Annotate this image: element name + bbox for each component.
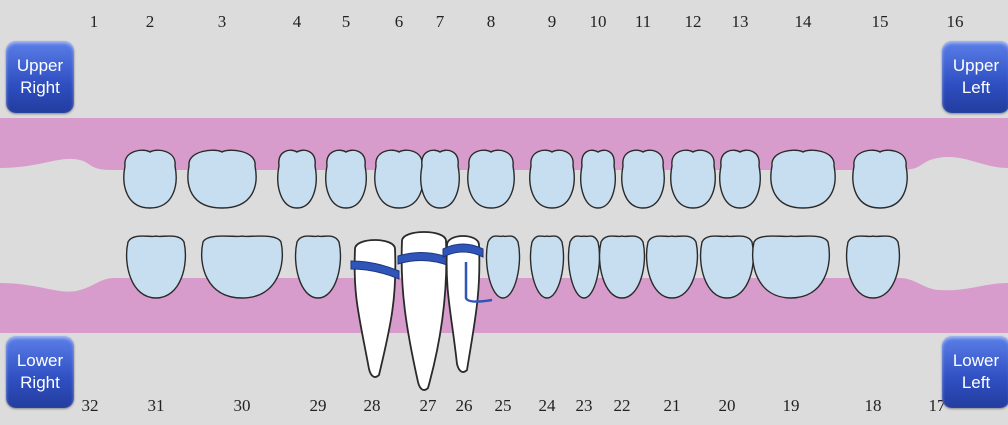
tooth-28[interactable]	[355, 240, 396, 377]
upper-left-line2: Left	[962, 77, 990, 99]
tooth-number-9: 9	[548, 12, 557, 32]
tooth-number-15: 15	[872, 12, 889, 32]
lower-left-line1: Lower	[953, 350, 999, 372]
lower-right-line1: Lower	[17, 350, 63, 372]
tooth-number-1: 1	[90, 12, 99, 32]
tooth-10[interactable]	[581, 150, 615, 208]
tooth-3[interactable]	[188, 150, 256, 208]
tooth-number-18: 18	[865, 396, 882, 416]
tooth-number-19: 19	[783, 396, 800, 416]
tooth-11[interactable]	[622, 150, 664, 208]
tooth-number-3: 3	[218, 12, 227, 32]
tooth-7[interactable]	[421, 150, 459, 208]
tooth-26[interactable]	[447, 236, 480, 372]
tooth-number-7: 7	[436, 12, 445, 32]
tooth-5[interactable]	[326, 150, 366, 208]
upper-left-line1: Upper	[953, 55, 999, 77]
tooth-number-6: 6	[395, 12, 404, 32]
tooth-number-32: 32	[82, 396, 99, 416]
upper-right-line2: Right	[20, 77, 60, 99]
tooth-number-10: 10	[590, 12, 607, 32]
tooth-number-13: 13	[732, 12, 749, 32]
tooth-number-2: 2	[146, 12, 155, 32]
tooth-number-16: 16	[947, 12, 964, 32]
tooth-15[interactable]	[853, 150, 907, 208]
tooth-13[interactable]	[720, 150, 760, 208]
tooth-number-26: 26	[456, 396, 473, 416]
tooth-14[interactable]	[771, 150, 835, 208]
tooth-number-23: 23	[576, 396, 593, 416]
tooth-number-20: 20	[719, 396, 736, 416]
lower-right-line2: Right	[20, 372, 60, 394]
tooth-number-31: 31	[148, 396, 165, 416]
tooth-9[interactable]	[530, 150, 574, 208]
tooth-2[interactable]	[124, 150, 176, 208]
tooth-number-25: 25	[495, 396, 512, 416]
tooth-8[interactable]	[468, 150, 514, 208]
upper-right-line1: Upper	[17, 55, 63, 77]
tooth-number-5: 5	[342, 12, 351, 32]
upper-left-button[interactable]: Upper Left	[942, 41, 1008, 113]
tooth-number-27: 27	[420, 396, 437, 416]
tooth-number-8: 8	[487, 12, 496, 32]
lower-right-button[interactable]: Lower Right	[6, 336, 74, 408]
tooth-number-28: 28	[364, 396, 381, 416]
lower-left-line2: Left	[962, 372, 990, 394]
tooth-number-12: 12	[685, 12, 702, 32]
tooth-number-21: 21	[664, 396, 681, 416]
tooth-12[interactable]	[671, 150, 715, 208]
lower-left-button[interactable]: Lower Left	[942, 336, 1008, 408]
upper-right-button[interactable]: Upper Right	[6, 41, 74, 113]
tooth-4[interactable]	[278, 150, 316, 208]
tooth-number-11: 11	[635, 12, 651, 32]
tooth-number-29: 29	[310, 396, 327, 416]
tooth-number-4: 4	[293, 12, 302, 32]
tooth-6[interactable]	[375, 150, 423, 208]
tooth-number-22: 22	[614, 396, 631, 416]
tooth-number-14: 14	[795, 12, 812, 32]
tooth-number-24: 24	[539, 396, 556, 416]
tooth-number-30: 30	[234, 396, 251, 416]
